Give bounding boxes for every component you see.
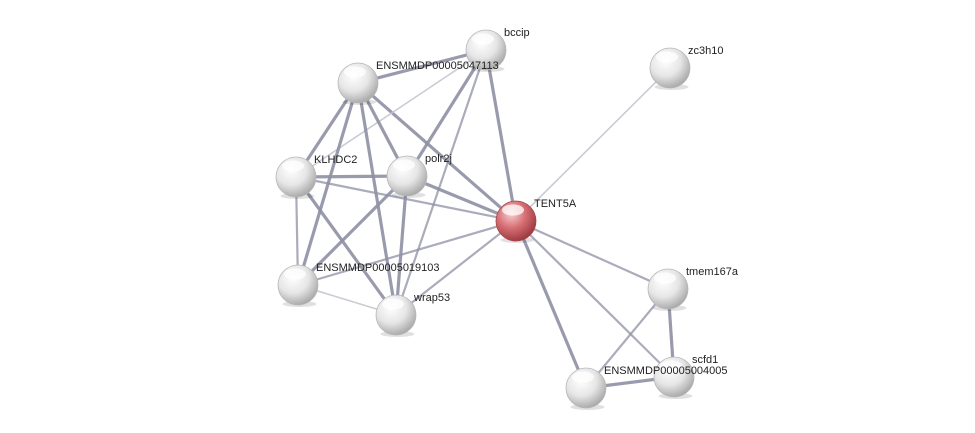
edge-tent5a-bccip: [484, 48, 518, 223]
edge-e47113-wrap53: [356, 81, 398, 317]
node-label: ENSMMDP00005004005: [604, 365, 728, 377]
node-highlight: [472, 33, 494, 45]
edge-bccip-klhdc2: [295, 49, 487, 178]
edge-tent5a-e19103: [296, 219, 518, 287]
edge-bccip-e47113: [356, 48, 488, 85]
edge-tent5a-scfd1: [514, 219, 676, 379]
node-highlight: [344, 66, 366, 78]
edge-polr2j-e19103: [296, 174, 409, 287]
node-wrap53[interactable]: wrap53: [375, 292, 450, 337]
node-highlight: [282, 160, 304, 172]
node-label: zc3h10: [688, 45, 723, 57]
node-label: scfd1: [692, 354, 718, 366]
edge-bccip-wrap53: [394, 48, 488, 317]
edge-tmem167a-e004005: [584, 287, 670, 390]
node-e004005[interactable]: ENSMMDP00005004005: [565, 365, 728, 410]
node-highlight: [572, 371, 594, 383]
node-label: bccip: [504, 27, 530, 39]
node-bccip[interactable]: bccip: [465, 27, 530, 72]
node-highlight: [393, 159, 415, 171]
node-tmem167a[interactable]: tmem167a: [647, 266, 739, 311]
node-highlight: [502, 204, 524, 216]
edge-tent5a-e47113: [356, 81, 518, 223]
edge-e47113-e19103: [296, 81, 360, 287]
node-highlight: [660, 360, 682, 372]
node-klhdc2[interactable]: KLHDC2: [275, 154, 357, 199]
node-label: TENT5A: [534, 198, 577, 210]
node-label: tmem167a: [686, 266, 739, 278]
node-scfd1[interactable]: scfd1: [653, 354, 718, 399]
node-highlight: [656, 51, 678, 63]
node-zc3h10[interactable]: zc3h10: [649, 45, 723, 90]
node-label: KLHDC2: [314, 154, 357, 166]
edge-polr2j-wrap53: [394, 174, 409, 317]
node-e19103[interactable]: ENSMMDP00005019103: [277, 262, 440, 307]
node-highlight: [382, 298, 404, 310]
node-tent5a[interactable]: TENT5A: [495, 198, 577, 243]
node-highlight: [284, 268, 306, 280]
edge-klhdc2-wrap53: [294, 175, 398, 317]
edges-layer: [294, 48, 676, 390]
edge-bccip-polr2j: [405, 48, 488, 178]
edge-tent5a-tmem167a: [514, 219, 670, 291]
node-label: ENSMMDP00005047113: [376, 60, 499, 72]
node-e47113[interactable]: ENSMMDP00005047113: [337, 60, 499, 105]
edge-tent5a-zc3h10: [515, 67, 671, 222]
node-polr2j[interactable]: polr2j: [386, 153, 452, 198]
node-label: polr2j: [425, 153, 452, 165]
edge-tent5a-e004005: [514, 219, 588, 390]
node-highlight: [654, 272, 676, 284]
edge-tent5a-wrap53: [394, 219, 518, 317]
node-label: wrap53: [413, 292, 450, 304]
node-label: ENSMMDP00005019103: [316, 262, 440, 274]
